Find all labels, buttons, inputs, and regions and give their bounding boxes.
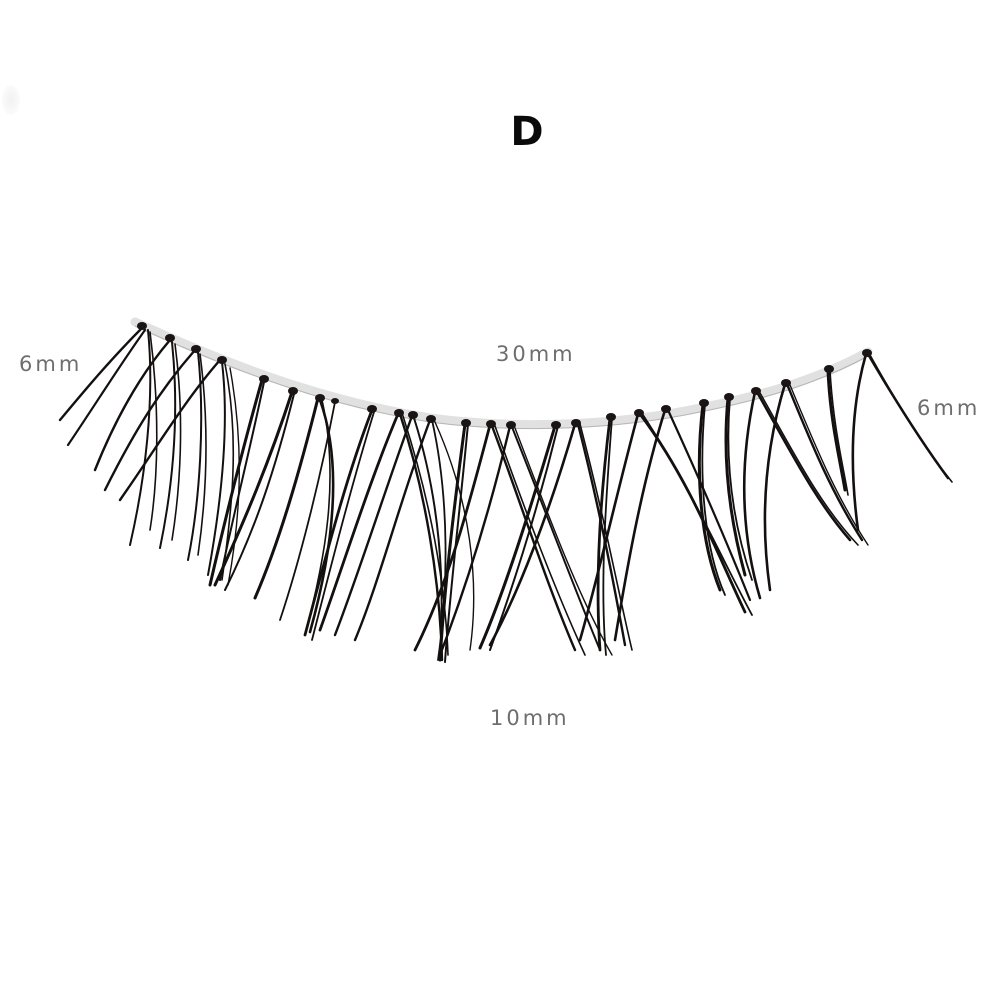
dimension-label-left-6mm: 6mm	[19, 352, 83, 376]
lash-knots	[137, 322, 872, 429]
dimension-label-band-30mm: 30mm	[496, 342, 576, 366]
lash-hairs	[58, 326, 953, 663]
dimension-label-right-6mm: 6mm	[917, 396, 981, 420]
background-smudge	[2, 85, 20, 115]
style-letter-title: D	[510, 109, 544, 155]
dimension-label-center-10mm: 10mm	[490, 706, 570, 730]
lash-band	[130, 317, 873, 430]
